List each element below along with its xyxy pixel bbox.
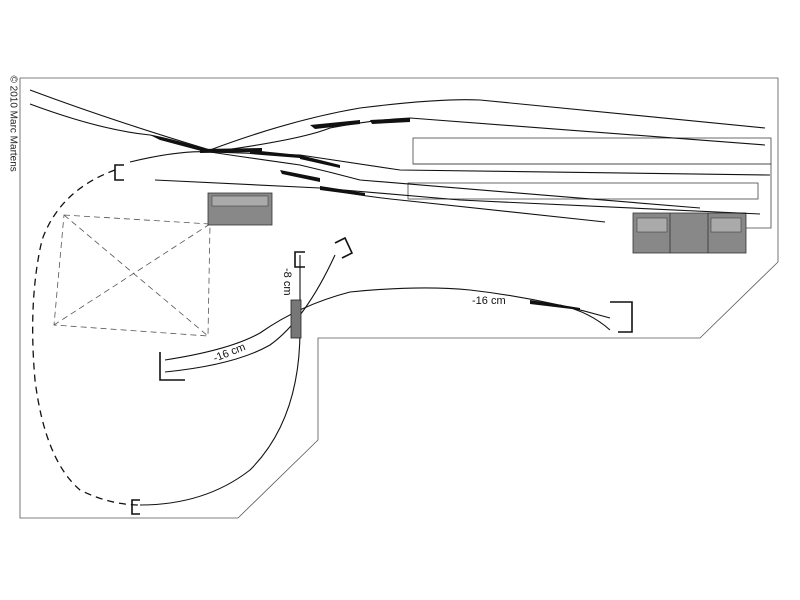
platform-outline: [413, 163, 772, 229]
bridge: [290, 299, 302, 339]
turntable-area: [53, 214, 211, 337]
platform-lower: [407, 182, 759, 200]
grade-label-right: -16 cm: [472, 295, 506, 307]
branch-line-upper: [164, 254, 336, 373]
building-right: [632, 212, 747, 254]
buffer-stops: [114, 164, 633, 515]
grade-label-vertical: -8 cm: [281, 268, 293, 296]
building-left: [207, 192, 273, 226]
hidden-track-dashed: [32, 169, 141, 506]
baseboard-outline: [19, 77, 779, 519]
branch-line-main-loop: [164, 287, 611, 361]
station-tracks: [29, 89, 771, 223]
branch-line-siding: [559, 304, 611, 331]
branch-line-loop-down: [139, 255, 301, 506]
